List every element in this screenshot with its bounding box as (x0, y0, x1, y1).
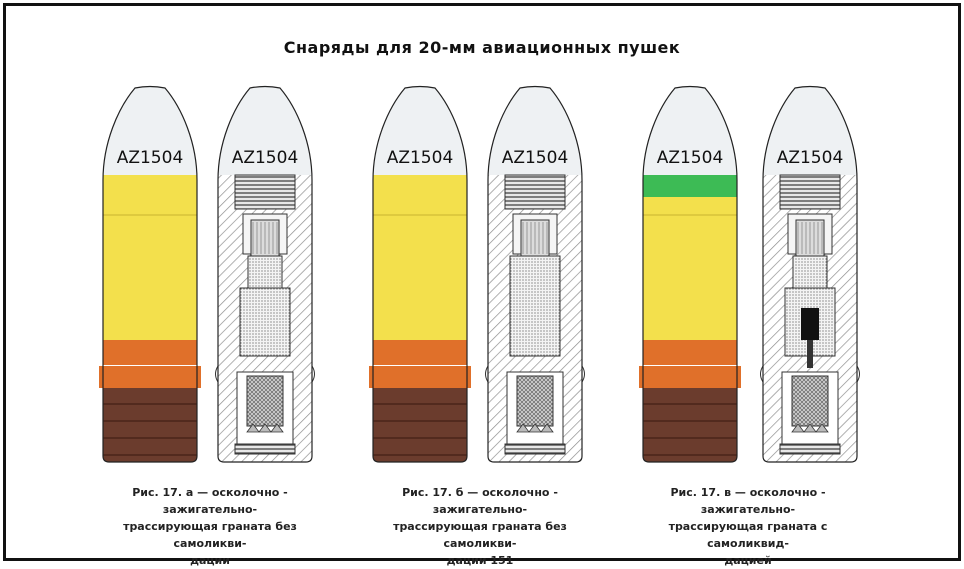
caption-c: Рис. 17. в — осколочно - зажигательно- т… (628, 484, 868, 569)
booster-charge (247, 255, 283, 289)
tracer-composition (246, 375, 284, 427)
base-plug (504, 443, 566, 455)
caption-c-line3: дацией (724, 554, 772, 567)
orange-band (373, 340, 467, 365)
shell-marking: AZ1504 (502, 148, 569, 168)
fuze-thread (504, 174, 566, 210)
tracer-composition (791, 375, 829, 427)
shell-marking: AZ1504 (117, 148, 184, 168)
body-yellow (103, 175, 197, 355)
shell-marking: AZ1504 (232, 148, 299, 168)
booster-charge (792, 255, 828, 289)
base-plug (234, 443, 296, 455)
caption-a-line2: трассирующая граната без самоликви- (123, 520, 297, 550)
caption-b-line2: трассирующая граната без самоликви- (393, 520, 567, 550)
caption-b: Рис. 17. б — осколочно - зажигательно- т… (360, 484, 600, 569)
fuze-thread (234, 174, 296, 210)
base-plug (779, 443, 841, 455)
shell-3: AZ1504 (369, 85, 471, 463)
shell-marking: AZ1504 (657, 148, 724, 168)
self-destruct-element (801, 308, 819, 340)
shell-4: AZ1504 (485, 85, 585, 463)
tracer-igniter (791, 423, 829, 433)
driving-band (369, 366, 471, 388)
base-brown (103, 388, 197, 462)
fuze-thread (779, 174, 841, 210)
self-destruct-channel (807, 340, 813, 368)
caption-c-line1: Рис. 17. в — осколочно - зажигательно- (670, 486, 826, 516)
base-brown (373, 388, 467, 462)
shell-outline (102, 85, 198, 463)
body-yellow (643, 197, 737, 355)
explosive-charge (239, 287, 291, 357)
caption-b-line1: Рис. 17. б — осколочно - зажигательно- (402, 486, 558, 516)
tracer-igniter (246, 423, 284, 433)
tracer-composition (516, 375, 554, 427)
shell-outline (762, 85, 858, 463)
shell-marking: AZ1504 (777, 148, 844, 168)
explosive-charge (509, 255, 561, 357)
base-brown (643, 388, 737, 462)
tracer-igniter (516, 423, 554, 433)
shell-outline (217, 85, 313, 463)
caption-b-line3: дации 151 (446, 554, 514, 567)
green-band (643, 175, 737, 197)
caption-a: Рис. 17. а — осколочно - зажигательно- т… (90, 484, 330, 569)
shell-6: AZ1504 (760, 85, 860, 463)
body-yellow (373, 175, 467, 355)
driving-band (99, 366, 201, 388)
shell-5: AZ1504 (639, 85, 741, 463)
caption-a-line1: Рис. 17. а — осколочно - зажигательно- (132, 486, 288, 516)
orange-band (103, 340, 197, 365)
caption-c-line2: трассирующая граната с самоликвид- (668, 520, 828, 550)
figure-title: Снаряды для 20-мм авиационных пушек (283, 38, 681, 57)
shell-2: AZ1504 (215, 85, 315, 463)
shell-marking: AZ1504 (387, 148, 454, 168)
caption-a-line3: дации (190, 554, 230, 567)
orange-band (643, 340, 737, 365)
shell-outline (487, 85, 583, 463)
shell-1: AZ1504 (99, 85, 201, 463)
shell-outline (642, 85, 738, 463)
shell-outline (372, 85, 468, 463)
driving-band (639, 366, 741, 388)
